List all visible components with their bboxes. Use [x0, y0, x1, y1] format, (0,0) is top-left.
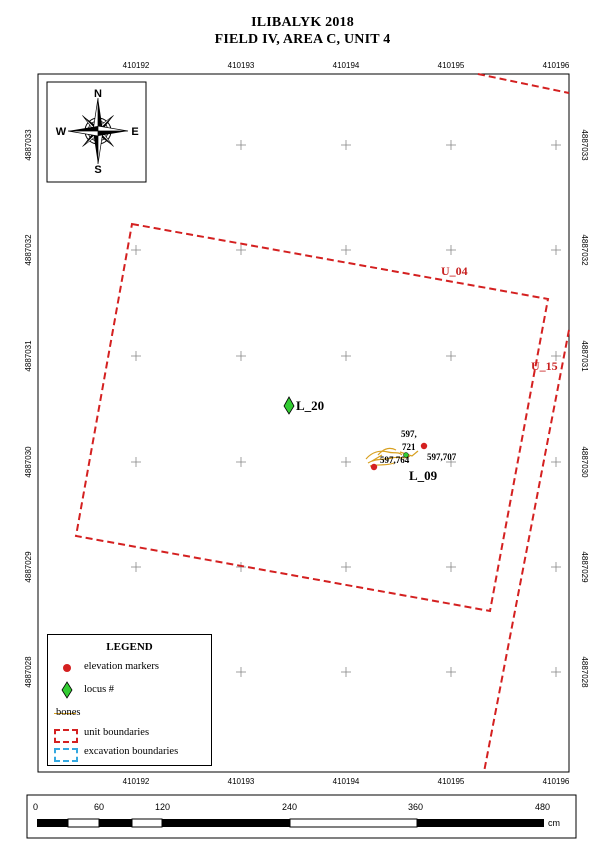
y-tick-label: 4887030: [24, 446, 33, 478]
legend-label: unit boundaries: [84, 727, 150, 738]
x-tick-label: 410195: [438, 777, 465, 786]
locus-label: L_20: [296, 398, 324, 413]
y-tick-label: 4887032: [580, 234, 589, 266]
unit-label: U_15: [531, 359, 558, 373]
map-subtitle: FIELD IV, AREA C, UNIT 4: [214, 32, 391, 47]
elevation-marker[interactable]: [370, 463, 378, 471]
compass-icon: [67, 97, 129, 165]
unit-boundary-icon: [54, 729, 78, 743]
x-axis-top: 410192 410193 410194 410195 410196: [123, 61, 570, 70]
scale-segment: [99, 819, 132, 827]
scale-label: 240: [282, 802, 298, 812]
locus-label: L_09: [409, 468, 438, 483]
y-axis-right: 4887033 4887032 4887031 4887030 4887029 …: [580, 129, 589, 688]
y-axis-left: 4887033 4887032 4887031 4887030 4887029 …: [24, 129, 33, 688]
y-tick-label: 4887028: [580, 656, 589, 688]
x-tick-label: 410193: [228, 777, 255, 786]
scale-segment: [37, 819, 68, 827]
unit-label: U_04: [441, 264, 468, 278]
unit-boundary-u15-top: [477, 73, 570, 94]
compass-n: N: [94, 88, 102, 100]
legend-title: LEGEND: [106, 641, 153, 653]
legend-label: excavation boundaries: [84, 746, 179, 757]
map-title: ILIBALYK 2018: [251, 15, 354, 30]
x-tick-label: 410194: [333, 777, 360, 786]
y-tick-label: 4887029: [580, 551, 589, 583]
scale-segment: [417, 819, 544, 827]
legend-label: bones: [56, 707, 81, 718]
legend-label: elevation markers: [84, 661, 159, 672]
y-tick-label: 4887028: [24, 656, 33, 688]
y-tick-label: 4887031: [580, 340, 589, 372]
y-tick-label: 4887030: [580, 446, 589, 478]
compass-e: E: [131, 126, 138, 138]
bones-line-icon: [54, 713, 76, 714]
compass-w: W: [56, 126, 67, 138]
x-tick-label: 410194: [333, 61, 360, 70]
elevation-label: 597,707: [427, 452, 457, 462]
locus-marker[interactable]: [283, 396, 295, 415]
map-frame: [37, 73, 570, 773]
legend: LEGEND elevation markers locus # bones u…: [47, 634, 212, 766]
scale-label: 0: [33, 802, 39, 812]
compass-rose: N S W E: [46, 81, 147, 183]
y-tick-label: 4887032: [24, 234, 33, 266]
scale-label: 480: [535, 802, 551, 812]
elevation-marker-icon: [63, 664, 71, 672]
legend-label: locus #: [84, 684, 115, 695]
y-tick-label: 4887031: [24, 340, 33, 372]
scale-label: 120: [155, 802, 171, 812]
scale-box: [26, 794, 577, 839]
elevation-label: 721: [402, 442, 416, 452]
y-tick-label: 4887029: [24, 551, 33, 583]
scale-label: 360: [408, 802, 424, 812]
x-tick-label: 410196: [543, 61, 570, 70]
scale-segment: [162, 819, 290, 827]
x-tick-label: 410193: [228, 61, 255, 70]
unit-boundary-u04: [74, 222, 550, 613]
scale-segment: [131, 818, 163, 828]
scale-segment: [67, 818, 100, 828]
elevation-label: 597,: [401, 429, 417, 439]
x-tick-label: 410195: [438, 61, 465, 70]
x-axis-bottom: 410192 410193 410194 410195 410196: [123, 777, 570, 786]
elevation-marker[interactable]: [420, 442, 428, 450]
x-tick-label: 410192: [123, 61, 150, 70]
y-tick-label: 4887033: [24, 129, 33, 161]
y-tick-label: 4887033: [580, 129, 589, 161]
scale-label: 60: [94, 802, 105, 812]
x-tick-label: 410196: [543, 777, 570, 786]
excavation-boundary-icon: [54, 748, 78, 762]
locus-marker-small[interactable]: [403, 452, 409, 458]
elevation-label: 597,764: [380, 455, 410, 465]
scale-unit: cm: [548, 818, 560, 828]
grid-crosses: [131, 140, 561, 677]
unit-boundary-u15-edge: [483, 329, 570, 773]
scale-bar: [37, 818, 544, 828]
locus-diamond-icon: [61, 681, 73, 699]
x-tick-label: 410192: [123, 777, 150, 786]
compass-s: S: [94, 164, 101, 176]
scale-segment: [289, 818, 418, 828]
